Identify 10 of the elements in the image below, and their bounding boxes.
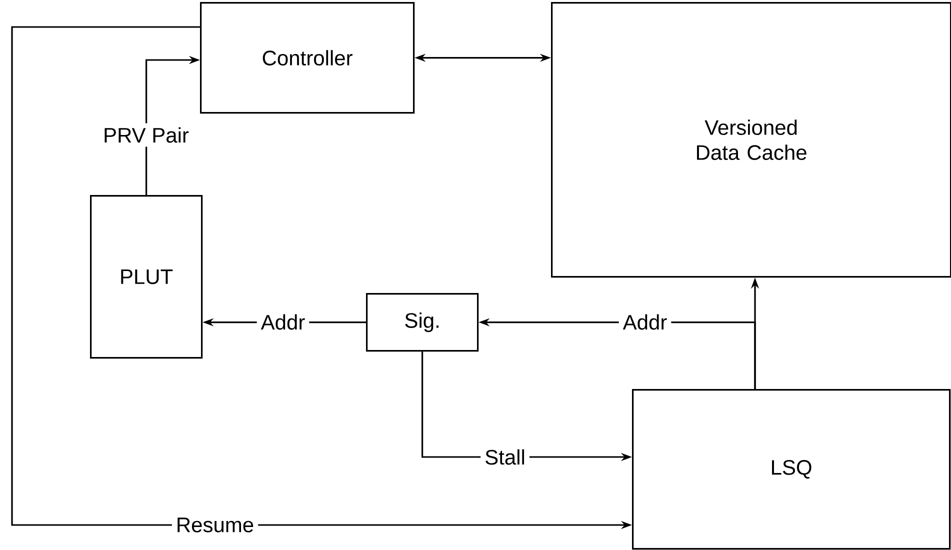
- block-box: PLUT: [90, 195, 203, 359]
- block-box: Controller: [200, 2, 415, 114]
- edge-label: Stall: [480, 445, 530, 469]
- block-box: LSQ: [632, 389, 951, 550]
- edge-label: Addr: [618, 310, 672, 334]
- edge-label: PRV Pair: [99, 123, 193, 147]
- edge-label: Resume: [172, 514, 258, 536]
- block-box: Versioned Data Cache: [551, 2, 951, 278]
- edge-label: Addr: [256, 310, 310, 334]
- block-box: Sig.: [366, 293, 479, 352]
